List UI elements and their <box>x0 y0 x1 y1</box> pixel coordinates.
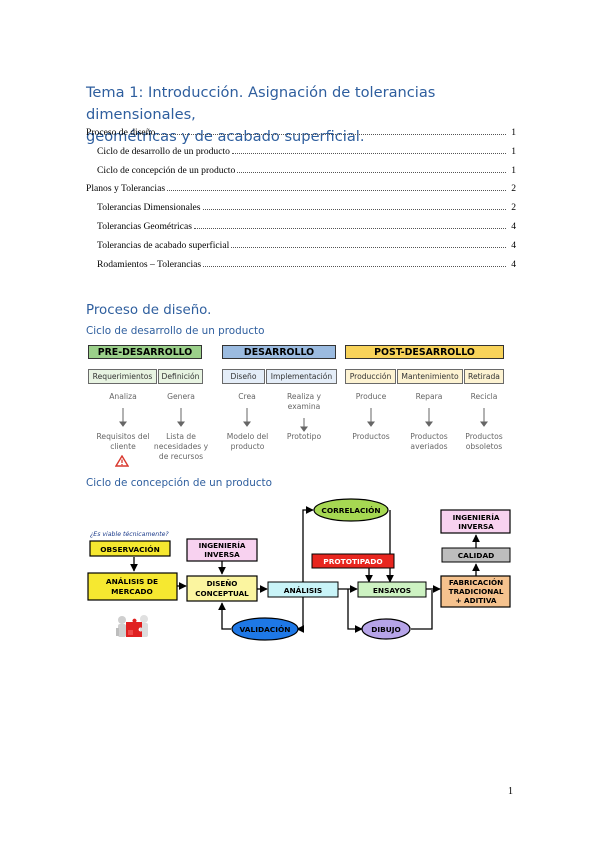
toc-page: 2 <box>511 183 516 194</box>
ensayos-box <box>357 581 427 598</box>
ingenieria-inversa-2-line2: INVERSA <box>458 522 494 531</box>
calidad-box <box>441 547 511 563</box>
subsection-heading-conception: Ciclo de concepción de un producto <box>86 477 272 489</box>
analisis-label: ANÁLISIS <box>284 586 322 595</box>
diseno-conceptual-box <box>186 575 258 602</box>
toc-page: 4 <box>511 221 516 232</box>
toc-leader <box>157 134 506 135</box>
toc-label: Planos y Tolerancias <box>86 183 166 194</box>
prototipado-box <box>311 553 395 569</box>
diseno-conceptual-line1: DISEÑO <box>207 579 238 588</box>
diseno-conceptual-line2: CONCEPTUAL <box>195 589 249 598</box>
ingenieria-inversa-box-1 <box>186 538 258 562</box>
observacion-box <box>89 540 171 557</box>
toc-entry[interactable]: Proceso de diseño 1 <box>86 124 516 138</box>
prototipado-label: PROTOTIPADO <box>323 557 382 566</box>
title-line-2: geométricas y de acabado superficial. <box>86 128 365 145</box>
toc-page: 4 <box>511 240 516 251</box>
puzzle-people-icon <box>116 615 148 637</box>
validacion-label: VALIDACIÓN <box>240 625 291 634</box>
page-number: 1 <box>508 786 513 797</box>
ingenieria-inversa-1-line1: INGENIERÍA <box>199 541 246 550</box>
toc-page: 1 <box>511 165 516 176</box>
toc-entry[interactable]: Tolerancias Geométricas 4 <box>86 218 516 232</box>
toc-entry[interactable]: Tolerancias de acabado superficial 4 <box>86 237 516 251</box>
ingenieria-inversa-box-2 <box>440 509 511 534</box>
correlacion-label: CORRELACIÓN <box>321 506 380 515</box>
toc-entry[interactable]: Rodamientos – Tolerancias 4 <box>86 256 516 270</box>
toc-entry[interactable]: Tolerancias Dimensionales 2 <box>86 199 516 213</box>
fabricacion-line1: FABRICACIÓN <box>449 578 503 587</box>
arrow-dibujo-fabricacion <box>411 602 433 630</box>
toc-leader <box>193 228 506 229</box>
analisis-mercado-line2: MERCADO <box>111 587 153 596</box>
toc-leader <box>231 247 506 248</box>
toc-entry[interactable]: Ciclo de concepción de un producto 1 <box>86 162 516 176</box>
fabricacion-line3: + ADITIVA <box>456 596 497 605</box>
fabricacion-box <box>440 575 511 608</box>
document-title: Tema 1: Introducción. Asignación de tole… <box>86 82 516 148</box>
arrow-analisis-correlacion <box>302 506 314 589</box>
toc-label: Ciclo de desarrollo de un producto <box>97 146 230 157</box>
ensayos-label: ENSAYOS <box>373 586 411 595</box>
toc-leader <box>167 190 506 191</box>
toc-entry[interactable]: Planos y Tolerancias 2 <box>86 180 516 194</box>
toc-label: Tolerancias Geométricas <box>97 221 192 232</box>
toc-leader <box>231 153 506 154</box>
toc-label: Tolerancias de acabado superficial <box>97 240 230 251</box>
toc-label: Proceso de diseño <box>86 127 156 138</box>
arrow-to-dibujo <box>347 589 363 633</box>
handwritten-note: ¿Es viable técnicamente? <box>90 530 169 538</box>
dibujo-label: DIBUJO <box>371 625 401 634</box>
toc-page: 1 <box>511 127 516 138</box>
correlacion-ellipse <box>313 498 389 522</box>
toc-page: 4 <box>511 259 516 270</box>
analisis-mercado-box <box>87 572 178 601</box>
ingenieria-inversa-1-line2: INVERSA <box>204 550 240 559</box>
toc-leader <box>203 266 506 267</box>
subsection-heading-development: Ciclo de desarrollo de un producto <box>86 325 265 337</box>
title-line-1: Tema 1: Introducción. Asignación de tole… <box>86 84 436 123</box>
toc-label: Rodamientos – Tolerancias <box>97 259 202 270</box>
fabricacion-line2: TRADICIONAL <box>449 587 504 596</box>
ingenieria-inversa-2-line1: INGENIERÍA <box>453 513 500 522</box>
toc-entry[interactable]: Ciclo de desarrollo de un producto 1 <box>86 143 516 157</box>
observacion-label: OBSERVACIÓN <box>100 545 160 554</box>
toc-page: 1 <box>511 146 516 157</box>
toc-leader <box>202 209 506 210</box>
analisis-mercado-line1: ANÁLISIS DE <box>106 577 158 586</box>
toc-label: Tolerancias Dimensionales <box>97 202 201 213</box>
analisis-box <box>267 581 339 598</box>
validacion-ellipse <box>231 617 299 641</box>
arrow-analisis-validacion <box>296 597 305 633</box>
dibujo-ellipse <box>361 618 411 640</box>
arrow-validacion-diseno <box>218 602 231 630</box>
calidad-label: CALIDAD <box>458 551 495 560</box>
toc-page: 2 <box>511 202 516 213</box>
toc-label: Ciclo de concepción de un producto <box>97 165 236 176</box>
section-heading: Proceso de diseño. <box>86 303 212 318</box>
toc-leader <box>237 172 506 173</box>
